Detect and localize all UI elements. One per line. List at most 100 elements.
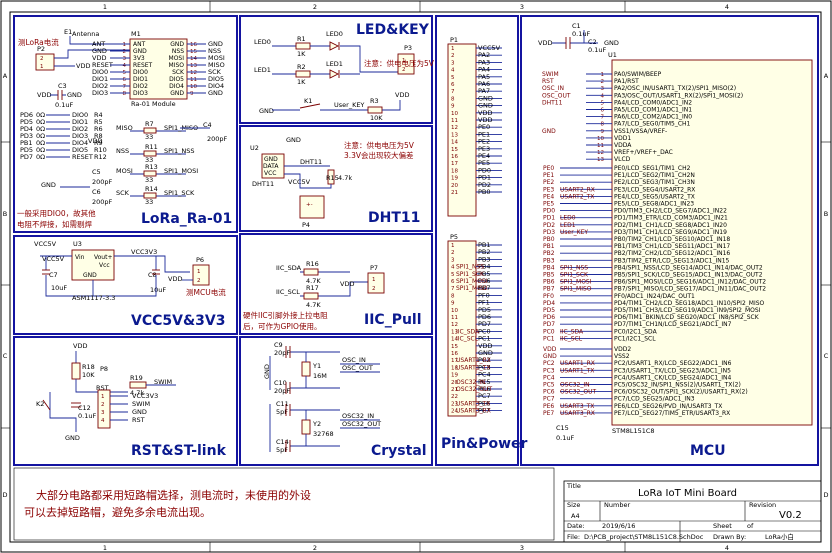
col-label-2b: 2: [313, 544, 317, 552]
col-label-4: 4: [725, 3, 729, 11]
crystal-y1: Y1: [312, 362, 321, 370]
p5-pin-num: 11: [451, 315, 458, 321]
mcu-mid-net: PD3: [543, 229, 555, 236]
lora-module-right-pin: GND: [170, 41, 184, 48]
p1-pin-num: 18: [451, 168, 458, 174]
p1-pin-label: PA2: [478, 51, 490, 59]
p5-pin-net: OSC32_IN: [456, 379, 486, 386]
lora-module-left-pin-num: 5: [123, 70, 127, 76]
mcu-top-pin: PA1/RST: [614, 78, 639, 85]
mcu-chip: [611, 59, 813, 426]
lora-antenna-ref: E1: [64, 28, 72, 36]
col-label-2: 2: [313, 3, 317, 11]
p1-pin-label: PE0: [478, 123, 490, 131]
p5-pin-label: PC4: [478, 371, 491, 379]
mcu-top-net: GND: [542, 128, 556, 135]
p5-pin-label: GND: [478, 349, 493, 357]
p5-pin-num: 7: [451, 286, 455, 292]
p5-pin-label: PE6: [478, 399, 490, 407]
lora-cap-ref: C3: [58, 82, 67, 90]
lora-module-right-pin-num: 10: [190, 84, 197, 90]
lora-cap-c5-val: 200pF: [92, 178, 113, 186]
mcu-c1-val: 0.1uF: [572, 30, 590, 38]
mcu-gnd: GND: [604, 39, 619, 47]
lora-res-row-ref: R5: [94, 118, 103, 126]
lora-spi-row-resistor: [143, 127, 157, 134]
mcu-mid-net: PE2: [543, 179, 554, 186]
p5-pin-label: PE7: [478, 407, 490, 415]
mcu-bot-net: PC7: [543, 396, 555, 403]
row-label-b-r: B: [824, 210, 828, 218]
lora-module-right-net: DIO4: [208, 82, 224, 90]
p5-pin-net: OSC32_OUT: [456, 386, 492, 393]
lora-res-row-ohm: 0Ω: [36, 111, 45, 119]
p1-pin-num: 10: [451, 111, 458, 117]
dht-vcc: VCC5V: [288, 178, 311, 186]
lora-spi-row-resistor: [143, 170, 157, 177]
mcu-mid-tag: LED1: [560, 222, 576, 229]
mcu-mid-pin: PB1/TIM3_CH1/LCD_SEG11/ADC1_IN17: [614, 243, 730, 250]
mcu-u-name: STM8L151C8: [612, 427, 655, 435]
lora-module-right-pin: NSS: [172, 48, 184, 55]
mcu-mid-pin: PD0/TIM3_CH2/LCD_SEG7/ADC1_IN22: [614, 208, 727, 215]
p5-pin-label: PB2: [478, 248, 491, 256]
mcu-top-pin-num: 13: [597, 157, 604, 163]
mcu-mid-net: PD4: [543, 300, 555, 307]
mcu-mid-pin: PC0/I2C1_SDA: [614, 328, 658, 335]
lora-res-row-ohm: 0Ω: [36, 139, 45, 147]
p5-pin-num: 23: [451, 401, 458, 407]
lora-res-row-net: DIO4: [72, 139, 88, 147]
crystal-osc-out: OSC_OUT: [342, 364, 373, 372]
mcu-mid-pin: PD6/TIM1_BKIN/LCD_SEG20/ADC1_IN8/SPI2_SC…: [614, 314, 760, 321]
p5-ref: P5: [450, 233, 458, 241]
p5-pin-label: PD7: [478, 320, 491, 328]
mcu-mid-pin: PD1/TIM3_ETR/LCD_COM3/ADC1_IN21: [614, 215, 728, 222]
lora-cap-c6: C6: [92, 188, 101, 196]
p1-pin-num: 12: [451, 125, 458, 131]
mcu-mid-pin: PD7/TIM1_CH1N/LCD_SEG21/ADC1_IN7: [614, 321, 732, 328]
power-reg-name: ASM1117-3.3: [72, 294, 115, 302]
mcu-block: C1 0.1uF C2 0.1uF VDD GND U1 PA0/SWIM/BE…: [520, 15, 819, 466]
crystal-y2: Y2: [312, 420, 321, 428]
mcu-mid-net: PB0: [543, 236, 555, 243]
lora-spi-row-val: 33: [145, 133, 153, 141]
led-vdd: VDD: [395, 91, 409, 99]
mcu-top-net: OSC_OUT: [542, 92, 571, 99]
dht-block-title: DHT11: [368, 210, 420, 226]
tb-title-label: Title: [566, 482, 581, 490]
mcu-top-pin-num: 4: [601, 93, 605, 99]
p5-pin-label: PC7: [478, 392, 491, 400]
mcu-mid-net: PC0: [543, 328, 555, 335]
mcu-mid-pin: PB5/SPI1_SCK/LCD_SEG15/ADC1_IN13/DAC_OUT…: [614, 272, 763, 279]
svg-text:VDD: VDD: [88, 137, 102, 145]
p1-pin-num: 3: [451, 60, 455, 66]
p5-pin-net: SPI1_NSS: [456, 264, 484, 271]
p5-pin-label: PB1: [478, 241, 491, 249]
mcu-mid-net: PF0: [543, 293, 554, 300]
mcu-bot-pin: PC7/LCD_SEG25/ADC1_IN3: [614, 396, 695, 403]
mcu-mid-net: PE3: [543, 186, 554, 193]
mcu-mid-pin: PB0/TIM2_CH1/LCD_SEG10/ADC1_IN18: [614, 236, 730, 243]
svg-text:GND: GND: [41, 181, 56, 189]
lora-module-right-pin: GND: [170, 90, 184, 97]
mcu-mid-pin: PC1/I2C1_SCL: [614, 335, 656, 342]
mcu-bot-net: VDD: [543, 346, 557, 353]
lora-res-row-ref: R9: [94, 139, 103, 147]
lora-module-ref: M1: [131, 30, 141, 38]
p5-pin-num: 14: [451, 337, 458, 343]
p5-pin-label: PC1: [478, 335, 491, 343]
crystal-c14v: 5pF: [276, 446, 288, 454]
mcu-bot-tag: OSC32_OUT: [560, 389, 596, 396]
p5-pin-num: 16: [451, 351, 458, 357]
iic-r16-val: 4.7K: [306, 277, 321, 285]
p1-pin-num: 14: [451, 140, 458, 146]
rst-conn-pin-label: RST: [132, 416, 145, 424]
lora-module-left-pin-num: 7: [123, 84, 127, 90]
lora-res-row-net: RESET: [72, 153, 93, 161]
col-label-4b: 4: [725, 544, 729, 552]
lora-connector-ref: P2: [37, 45, 45, 53]
tb-drawn-value: LoRa小白: [765, 532, 794, 541]
led-d1-ref: LED1: [326, 60, 343, 68]
dht-r-val: 4.7k: [338, 174, 352, 182]
